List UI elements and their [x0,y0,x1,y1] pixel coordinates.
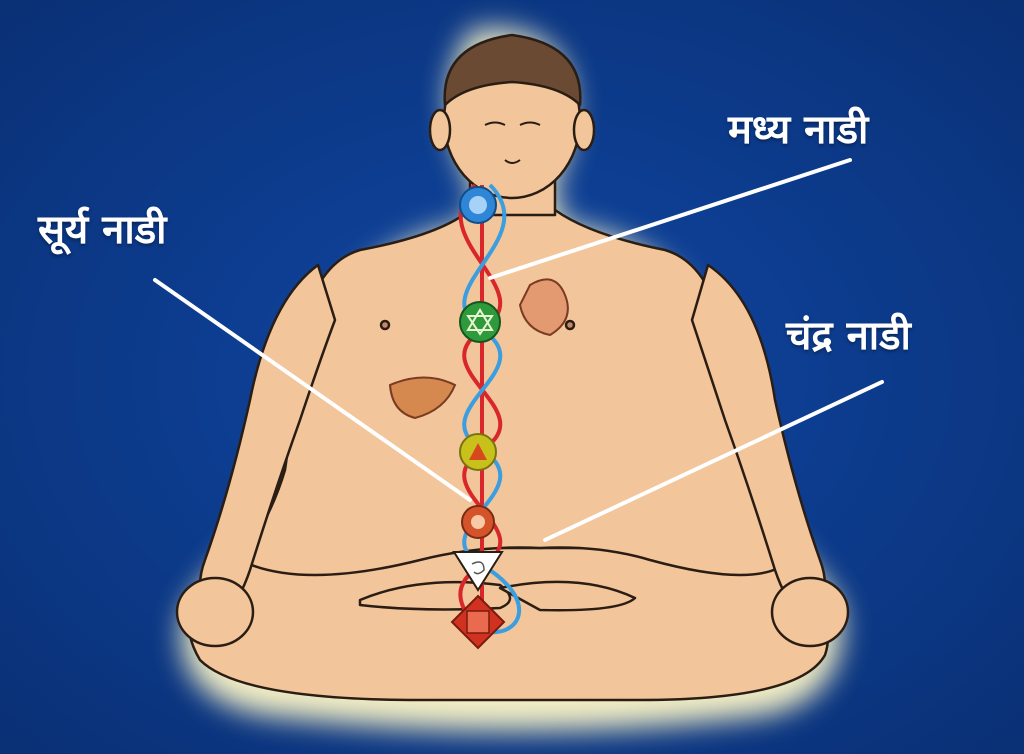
hair [443,33,582,107]
chandra-leader [543,380,884,542]
surya-nadi-label: सूर्य नाडी [38,207,167,253]
root-chakra [450,594,506,650]
madhya-leader [488,158,852,280]
heart-organ [518,278,569,337]
surya-leader [153,278,472,502]
organs [388,278,569,420]
liver-organ [388,376,457,420]
throat-chakra [459,186,497,224]
right-hand [770,576,850,648]
yogi-figure [175,33,850,702]
sacral-chakra [461,505,495,539]
chakras [450,186,506,650]
leader-lines [153,158,884,542]
madhya-nadi-label: मध्य नाडी [728,107,869,153]
navel-chakra [459,433,497,471]
triangle-symbol [452,551,504,592]
right-foot [498,580,637,612]
left-hand [175,576,255,648]
heart-chakra [459,301,501,343]
chandra-nadi-label: चंद्र नाडी [786,313,911,359]
